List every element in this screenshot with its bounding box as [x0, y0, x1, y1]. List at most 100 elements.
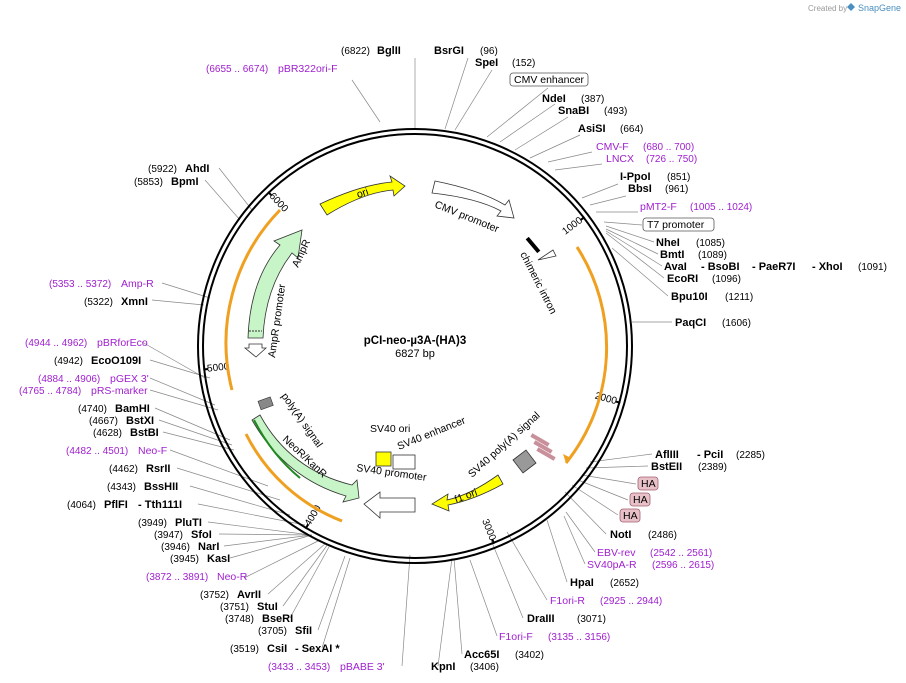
cmv-promoter-arrow [431, 180, 515, 219]
nari-label: NarI [198, 541, 219, 553]
leader-line [563, 515, 586, 565]
noti-label: NotI [610, 529, 631, 541]
nhei-label: NheI [656, 237, 680, 249]
acc65i-pos: (3402) [515, 650, 544, 661]
avai-pos: (1091) [858, 262, 887, 273]
leader-line [605, 230, 663, 267]
ha-tag-3-label: HA [623, 510, 638, 522]
ebv-rev-label: EBV-rev [597, 547, 636, 559]
leader-line [169, 449, 269, 487]
snabi-label: SnaBI [558, 105, 589, 117]
leader-line [218, 167, 253, 211]
sexai-label: - SexAI * [295, 643, 340, 655]
kpni-pos: (3406) [470, 662, 499, 673]
leader-line [564, 491, 607, 535]
pmt2-f-label: pMT2-F [640, 201, 677, 213]
leader-line [453, 557, 463, 655]
leader-line [554, 163, 603, 171]
bpu10i-label: Bpu10I [671, 291, 708, 303]
leader-line [229, 534, 313, 559]
leader-line [282, 543, 329, 607]
bseri-pos: (3748) [225, 614, 254, 625]
paqci-pos: (1606) [722, 318, 751, 329]
neo-f-pos: (4482 .. 4501) [66, 446, 128, 457]
ampr-arrow [247, 229, 303, 339]
leader-line [454, 69, 493, 131]
tick-mark [615, 400, 621, 404]
tick-mark [203, 367, 209, 371]
primer-labels: (6655 .. 6674) pBR322ori-F CMV-F (680 ..… [19, 63, 752, 673]
bsrgi-label: BsrGI [434, 45, 464, 57]
sv40pa-r-label: SV40pA-R [587, 559, 637, 571]
chimeric-intron-bar [525, 236, 541, 254]
amp-r-label: Amp-R [121, 278, 154, 290]
leader-line [605, 225, 655, 243]
leader-line [585, 465, 649, 469]
created-by-label: Created by [808, 4, 847, 13]
spei-pos: (152) [512, 58, 535, 69]
hpai-pos: (2652) [610, 578, 639, 589]
leader-line [514, 116, 569, 151]
leader-line [565, 511, 596, 553]
prs-marker-pos: (4765 .. 4784) [19, 386, 81, 397]
pflfi-label: PflFI [104, 499, 128, 511]
f1ori-f-label: F1ori-F [499, 631, 533, 643]
leader-line [218, 533, 312, 536]
pgex3-pos: (4884 .. 4906) [38, 374, 100, 385]
bsshii-label: BssHII [144, 481, 178, 493]
leader-line [499, 103, 556, 143]
i-ppoi-label: I-PpoI [620, 171, 651, 183]
asisi-label: AsiSI [578, 123, 606, 135]
asisi-pos: (664) [620, 124, 643, 135]
ha-tag-box-3: HA [619, 508, 641, 523]
cmv-enhancer-box: CMV enhancer [509, 72, 589, 87]
tick-label: 5000 [207, 361, 231, 374]
bstxi-pos: (4667) [89, 416, 118, 427]
cmv-f-pos: (680 .. 700) [643, 142, 694, 153]
backbone-outer-strand [197, 128, 633, 564]
lncx-pos: (726 .. 750) [646, 154, 697, 165]
i-ppoi-pos: (851) [667, 172, 690, 183]
enzyme-labels-right: (6822) BglII BsrGI (96) SpeI (152) NdeI … [341, 45, 887, 673]
leader-line [506, 531, 548, 601]
csii-label: CsiI [267, 643, 287, 655]
neo-primer-line [253, 419, 301, 479]
t7-promoter-label: T7 promoter [647, 219, 705, 231]
leader-line [581, 474, 637, 485]
avrii-pos: (3752) [200, 590, 229, 601]
leader-line [267, 542, 327, 595]
ecoo109i-label: EcoO109I [91, 355, 141, 367]
enzyme-labels-left: (5922) AhdI (5853) BpmI (5322) XmnI (494… [54, 163, 340, 655]
leader-line [351, 79, 381, 123]
t7-promoter-box: T7 promoter [642, 217, 715, 232]
sv40-polya-label: SV40 poly(A) signal [466, 410, 543, 481]
nari-pos: (3946) [161, 542, 190, 553]
afliii-pos: (2285) [736, 450, 765, 461]
leader-line [547, 151, 593, 163]
tick-mark [267, 191, 273, 197]
tick-label: 3000 [479, 518, 498, 543]
leader-line [469, 559, 498, 637]
f1-ori-label: f1 ori [453, 487, 479, 506]
pbabe3-pos: (3433 .. 3453) [268, 662, 330, 673]
cmv-enhancer-label: CMV enhancer [514, 74, 585, 86]
neo-f-label: Neo-F [138, 445, 167, 457]
bpu10i-pos: (1211) [725, 292, 753, 303]
leader-line [546, 519, 568, 583]
pluti-pos: (3949) [138, 518, 167, 529]
sv40-enhancer-box [392, 454, 416, 470]
noti-pos: (2486) [648, 530, 677, 541]
leader-line [605, 228, 659, 255]
bbsi-label: BbsI [628, 183, 652, 195]
pbrforeco-label: pBRforEco [97, 337, 148, 349]
ha-tag-3-block [536, 447, 556, 461]
leader-line [589, 195, 627, 206]
cmv-f-label: CMV-F [596, 141, 629, 153]
ecoo109i-pos: (4942) [54, 356, 83, 367]
pluti-label: PluTI [175, 517, 202, 529]
tick-mark [304, 523, 309, 530]
bpmi-label: BpmI [171, 176, 199, 188]
bseri-label: BseRI [262, 613, 293, 625]
paqci-label: PaqCI [675, 317, 706, 329]
